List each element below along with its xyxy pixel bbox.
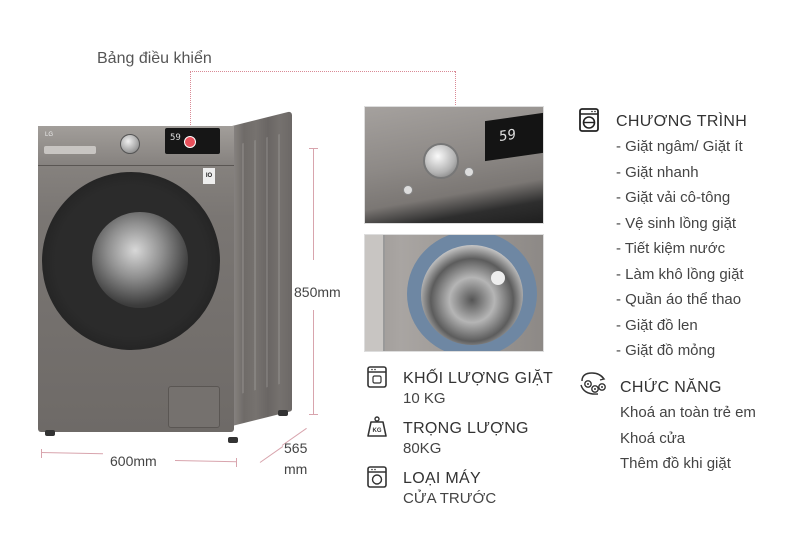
drum-closeup-photo [364,234,544,352]
programs-list: - Giặt ngâm/ Giặt ít - Giặt nhanh - Giặt… [616,134,744,364]
callout-marker-icon [184,136,196,148]
callout-leader-line-left [190,71,191,141]
width-dimension-cap-right [236,458,237,467]
features-section [578,369,608,402]
machine-side-panel [232,111,292,427]
spec-machine-type [366,466,388,493]
callout-leader-line [190,71,455,72]
machine-foot [228,437,238,443]
detergent-drawer [44,146,96,154]
kg-weight-icon: KG [367,416,387,437]
closeup-display-value: 59 [499,126,516,146]
features-title: CHỨC NĂNG [620,379,722,396]
spec-value: 80KG [403,440,442,457]
spec-title: LOẠI MÁY [403,470,481,487]
spec-weight: KG [366,416,388,443]
closeup-button [403,185,413,195]
washing-machine-icon [579,108,599,132]
feature-item: Khoá an toàn trẻ em [620,404,756,421]
programs-section [578,107,600,138]
control-panel-closeup-photo: 59 [364,106,544,224]
spec-title: TRỌNG LƯỢNG [403,420,529,437]
program-item: - Giặt đồ mỏng [616,342,716,359]
width-dimension-label: 600mm [110,453,157,469]
spec-title: KHỐI LƯỢNG GIẶT [403,370,554,387]
program-item: - Vệ sinh lồng giặt [616,214,737,232]
svg-text:KG: KG [373,428,382,434]
program-item: - Tiết kiệm nước [616,240,726,257]
control-panel-callout-label: Bảng điều khiển [97,50,212,67]
open-door [365,235,385,351]
program-knob [120,134,140,154]
depth-dimension-line-bottom [259,446,284,463]
program-item: - Quần áo thể thao [616,291,742,308]
front-loader-icon [367,466,387,488]
program-item: - Giặt ngâm/ Giặt ít [616,138,743,155]
height-dimension-label: 850mm [294,284,341,300]
drum-light [491,271,505,285]
programs-title: CHƯƠNG TRÌNH [616,113,748,130]
spec-value: CỬA TRƯỚC [403,490,497,507]
height-dimension-cap-bottom [309,414,318,415]
height-dimension-line-top [313,148,314,260]
closeup-display: 59 [485,112,543,162]
gears-function-icon [580,372,606,395]
feature-item: Thêm đồ khi giặt [620,455,731,472]
machine-foot [45,430,55,436]
program-item: - Làm khô lồng giặt [616,265,744,283]
spec-laundry-capacity [366,366,388,393]
program-item: - Giặt đồ len [616,316,698,334]
width-dimension-cap-left [41,449,42,458]
program-item: - Giặt nhanh [616,163,699,181]
closeup-button [464,167,474,177]
machine-foot [278,410,288,416]
io-badge: IO [203,168,215,184]
filter-cover [168,386,220,428]
features-list: Khoá an toàn trẻ em Khoá cửa Thêm đồ khi… [620,400,756,477]
spec-value: 10 KG [403,390,446,407]
machine-display-value: 59 [170,133,181,143]
width-dimension-line-right [174,460,237,463]
width-dimension-line-left [40,452,103,455]
drum [421,245,523,345]
lg-logo: LG [45,132,54,138]
program-item: - Giặt vải cô-tông [616,189,731,206]
depth-dimension-value: 565 [284,440,308,456]
feature-item: Khoá cửa [620,429,686,447]
machine-door-glass [92,212,188,308]
closeup-knob [423,143,459,179]
laundry-weight-icon [367,366,387,388]
depth-dimension-unit: mm [284,461,308,477]
height-dimension-line-bottom [313,310,314,414]
